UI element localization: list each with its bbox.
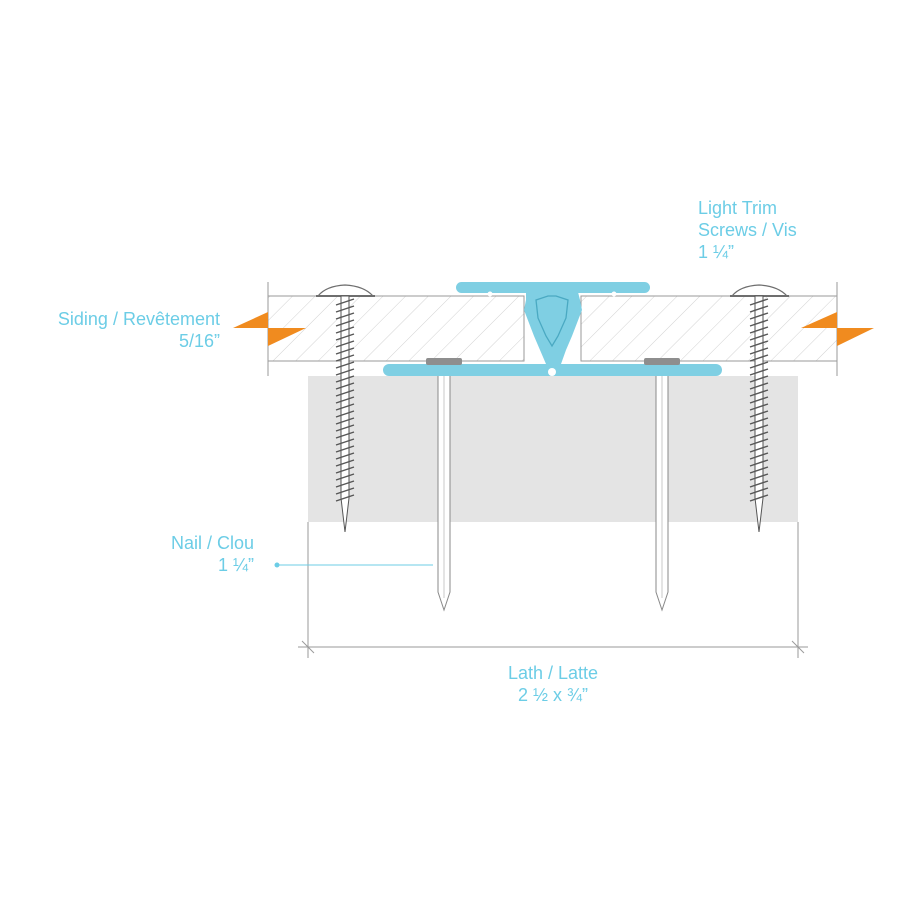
- screw-icon: [316, 284, 375, 533]
- lath-label-line2: 2 ½ x ¾”: [517, 685, 589, 705]
- siding-label-line1: Siding / Revêtement: [57, 309, 220, 329]
- siding-arrow-icon: [233, 312, 306, 346]
- nail-label: Nail / Clou 1 ¼”: [100, 532, 254, 576]
- nail-icon: [655, 376, 669, 612]
- siding-left: [267, 295, 525, 362]
- siding-label: Siding / Revêtement 5/16”: [20, 308, 220, 352]
- screws-label: Light Trim Screws / Vis 1 ¼”: [698, 197, 797, 263]
- siding-arrow-icon: [801, 312, 874, 346]
- siding-label-line2: 5/16”: [178, 331, 220, 351]
- trim-profile: [383, 282, 722, 376]
- screws-label-line2: Screws / Vis: [698, 220, 797, 240]
- screws-label-line3: 1 ¼”: [698, 242, 735, 262]
- siding-right: [580, 295, 838, 362]
- nail-leader: [274, 562, 433, 568]
- screws-label-line1: Light Trim: [698, 198, 778, 218]
- lath-label: Lath / Latte 2 ½ x ¾”: [453, 662, 653, 706]
- nail-icon: [437, 376, 451, 612]
- lath-dimension: [298, 522, 808, 658]
- nail-head-right: [644, 358, 680, 365]
- nail-label-line2: 1 ¼”: [217, 555, 254, 575]
- lath-board: [308, 376, 798, 522]
- nail-label-line1: Nail / Clou: [170, 533, 254, 553]
- lath-label-line1: Lath / Latte: [507, 663, 599, 683]
- screw-icon: [730, 284, 789, 533]
- nail-head-left: [426, 358, 462, 365]
